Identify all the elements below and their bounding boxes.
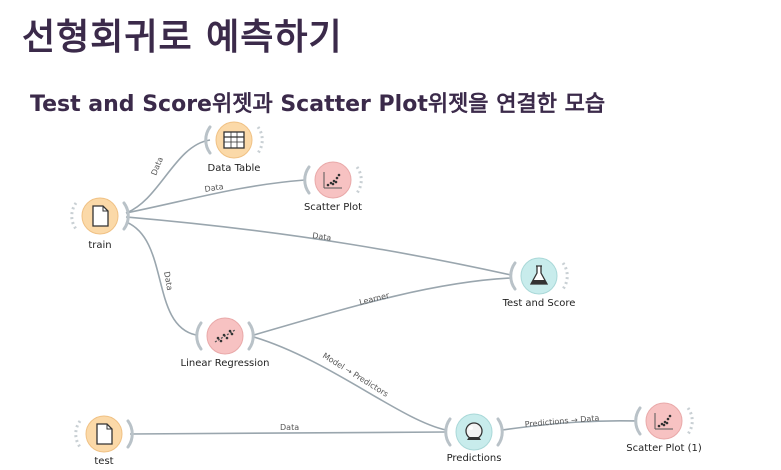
widget-label-test: test [94,456,113,467]
edge-label-linear-regression-test-and-score: Learner [358,291,391,307]
edge-train-data-table[interactable] [125,139,211,214]
widget-scatter-plot-1[interactable]: Scatter Plot (1) [626,402,702,454]
scatter-plot-icon [654,413,673,430]
edge-label-train-test-and-score: Data [312,231,332,243]
edge-label-train-linear-regression: Data [162,271,174,291]
widget-predictions[interactable]: Predictions [444,413,504,464]
edge-label-predictions-scatter-plot-1: Predictions → Data [524,413,599,428]
edge-train-linear-regression[interactable] [125,221,197,336]
workflow-edges: Data Data Data Data Learner Model → Pred… [125,139,638,435]
widget-scatter-plot[interactable]: Scatter Plot [303,161,363,213]
widget-test-and-score[interactable]: Test and Score [502,257,576,309]
edge-linear-regression-test-and-score[interactable] [253,277,512,336]
file-icon [96,423,113,445]
widget-label-scatter-plot-1: Scatter Plot (1) [626,443,702,454]
widget-test[interactable]: test [74,415,134,467]
page-title: 선형회귀로 예측하기 [22,17,343,58]
edge-predictions-scatter-plot-1[interactable] [501,419,638,431]
edge-linear-regression-predictions[interactable] [253,336,447,431]
widget-data-table[interactable]: Data Table [204,121,264,174]
file-icon [92,205,109,227]
edge-train-test-and-score[interactable] [125,216,512,276]
widget-label-scatter-plot: Scatter Plot [304,202,362,213]
flask-icon [529,265,549,285]
edge-train-scatter-plot[interactable] [125,179,306,214]
widget-label-test-and-score: Test and Score [502,298,576,309]
edge-test-predictions[interactable] [129,431,447,435]
edge-label-linear-regression-predictions: Model → Predictors [321,351,390,399]
crystal-ball-icon [465,422,483,440]
regression-icon [214,329,236,343]
edge-label-train-scatter-plot: Data [204,182,224,194]
widget-label-predictions: Predictions [447,453,502,464]
edge-label-test-predictions: Data [280,423,299,432]
table-icon [223,131,245,149]
widget-linear-regression[interactable]: Linear Regression [181,317,270,369]
widget-label-train: train [88,240,111,251]
widget-label-data-table: Data Table [208,163,261,174]
scatter-plot-icon [323,172,342,189]
edge-label-train-data-table: Data [150,156,166,177]
page-subtitle: Test and Score위젯과 Scatter Plot위젯을 연결한 모습 [30,92,606,117]
widget-train[interactable]: train [70,197,130,251]
widget-label-linear-regression: Linear Regression [181,358,270,369]
